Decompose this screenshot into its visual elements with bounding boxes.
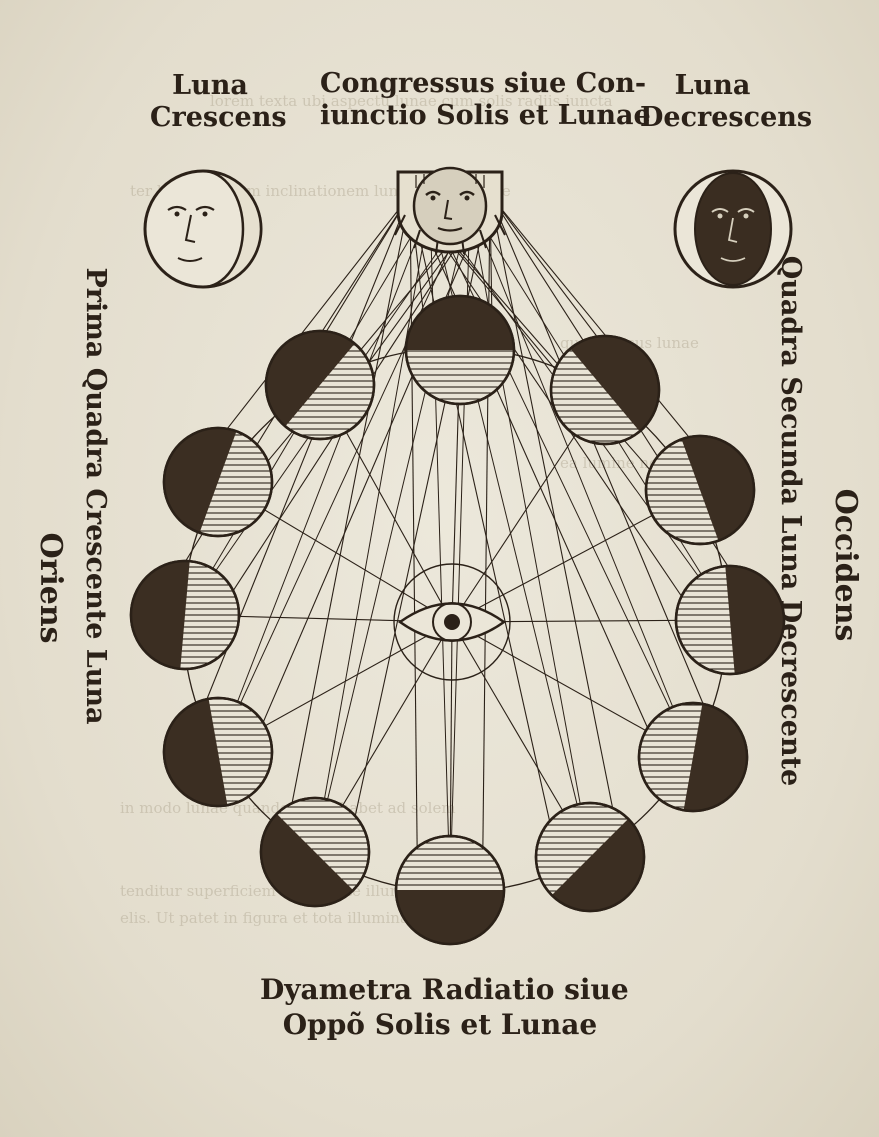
label-prima-quadra: Prima Quadra Crescente Luna bbox=[80, 267, 111, 725]
ray-line bbox=[481, 194, 491, 891]
moon-dark-half bbox=[681, 436, 754, 541]
moon-phase bbox=[162, 426, 274, 538]
moon-dark-half bbox=[164, 698, 228, 806]
moon-rim bbox=[394, 834, 506, 946]
moon-phase bbox=[637, 701, 749, 813]
moon-dark-half bbox=[261, 813, 354, 906]
label-line: Decrescens bbox=[640, 102, 813, 133]
moon-rim bbox=[534, 801, 646, 913]
label-opposition: Dyametra Radiatio siue Oppõ Solis et Lun… bbox=[260, 972, 629, 1042]
moon-rim bbox=[674, 564, 786, 676]
label-line: Luna bbox=[674, 70, 751, 101]
label-occidens: Occidens bbox=[828, 488, 863, 642]
moon-dark-half bbox=[266, 330, 355, 427]
moon-dark-half bbox=[131, 561, 190, 669]
bleed-through-text: lorem texta ubi aspectu lunae cum solis … bbox=[210, 92, 613, 110]
moon-phase bbox=[404, 294, 516, 406]
moon-phase bbox=[264, 329, 376, 441]
ray-line bbox=[314, 204, 431, 853]
sun-face-icon bbox=[394, 166, 506, 255]
moon-rim bbox=[259, 796, 371, 908]
label-luna-decrescens: Luna Decrescens bbox=[640, 70, 813, 134]
ray-line bbox=[489, 194, 623, 858]
ray-line bbox=[409, 194, 419, 891]
moon-phase bbox=[644, 434, 756, 546]
moon-dark-half bbox=[406, 296, 514, 350]
ray-line bbox=[409, 194, 662, 758]
moon-dark-half bbox=[570, 336, 659, 432]
ray-line bbox=[469, 204, 694, 758]
crescent-moon-face-icon bbox=[143, 169, 263, 289]
eye-icon bbox=[393, 563, 511, 681]
label-line: Crescens bbox=[150, 102, 287, 133]
moon-rim bbox=[404, 294, 516, 406]
moon-phase bbox=[549, 334, 661, 446]
moon-rim bbox=[549, 334, 661, 446]
waning-moon-face-icon bbox=[673, 169, 793, 289]
moon-phase bbox=[129, 559, 241, 671]
moon-rim bbox=[162, 696, 274, 808]
moon-rim bbox=[644, 434, 756, 546]
moon-phase bbox=[259, 796, 371, 908]
label-line: Dyametra Radiatio siue bbox=[260, 973, 629, 1006]
ray-line bbox=[217, 204, 471, 753]
moon-dark-half bbox=[396, 890, 504, 944]
label-conjunction: Congressus siue Con- iunctio Solis et Lu… bbox=[320, 68, 651, 132]
ray-line bbox=[217, 204, 431, 753]
moon-phase bbox=[674, 564, 786, 676]
moon-phase bbox=[394, 834, 506, 946]
moon-phase bbox=[162, 696, 274, 808]
label-line: Luna bbox=[172, 70, 248, 101]
label-oriens: Oriens bbox=[33, 532, 68, 644]
ray-line bbox=[489, 194, 726, 758]
label-quadra-secunda: Quadra Secunda Luna Decrescente bbox=[775, 255, 806, 787]
ray-line bbox=[282, 194, 411, 853]
label-line: iunctio Solis et Lunae bbox=[320, 100, 651, 131]
label-line: Oppõ Solis et Lunae bbox=[282, 1008, 598, 1041]
moon-phase bbox=[534, 801, 646, 913]
moon-rim bbox=[264, 329, 376, 441]
moon-rim bbox=[129, 559, 241, 671]
ray-line bbox=[185, 194, 411, 753]
moon-phases bbox=[129, 294, 786, 946]
moon-dark-half bbox=[551, 818, 644, 912]
ray-line bbox=[249, 194, 491, 753]
moon-rim bbox=[637, 701, 749, 813]
moon-dark-half bbox=[163, 427, 237, 533]
label-line: Congressus siue Con- bbox=[320, 68, 647, 99]
label-luna-crescens: Luna Crescens bbox=[150, 70, 287, 134]
bleed-through-text: elis. Ut patet in figura et tota illumin… bbox=[120, 909, 463, 927]
moon-dark-half bbox=[683, 703, 747, 811]
moon-rim bbox=[162, 426, 274, 538]
moon-dark-half bbox=[725, 566, 784, 674]
